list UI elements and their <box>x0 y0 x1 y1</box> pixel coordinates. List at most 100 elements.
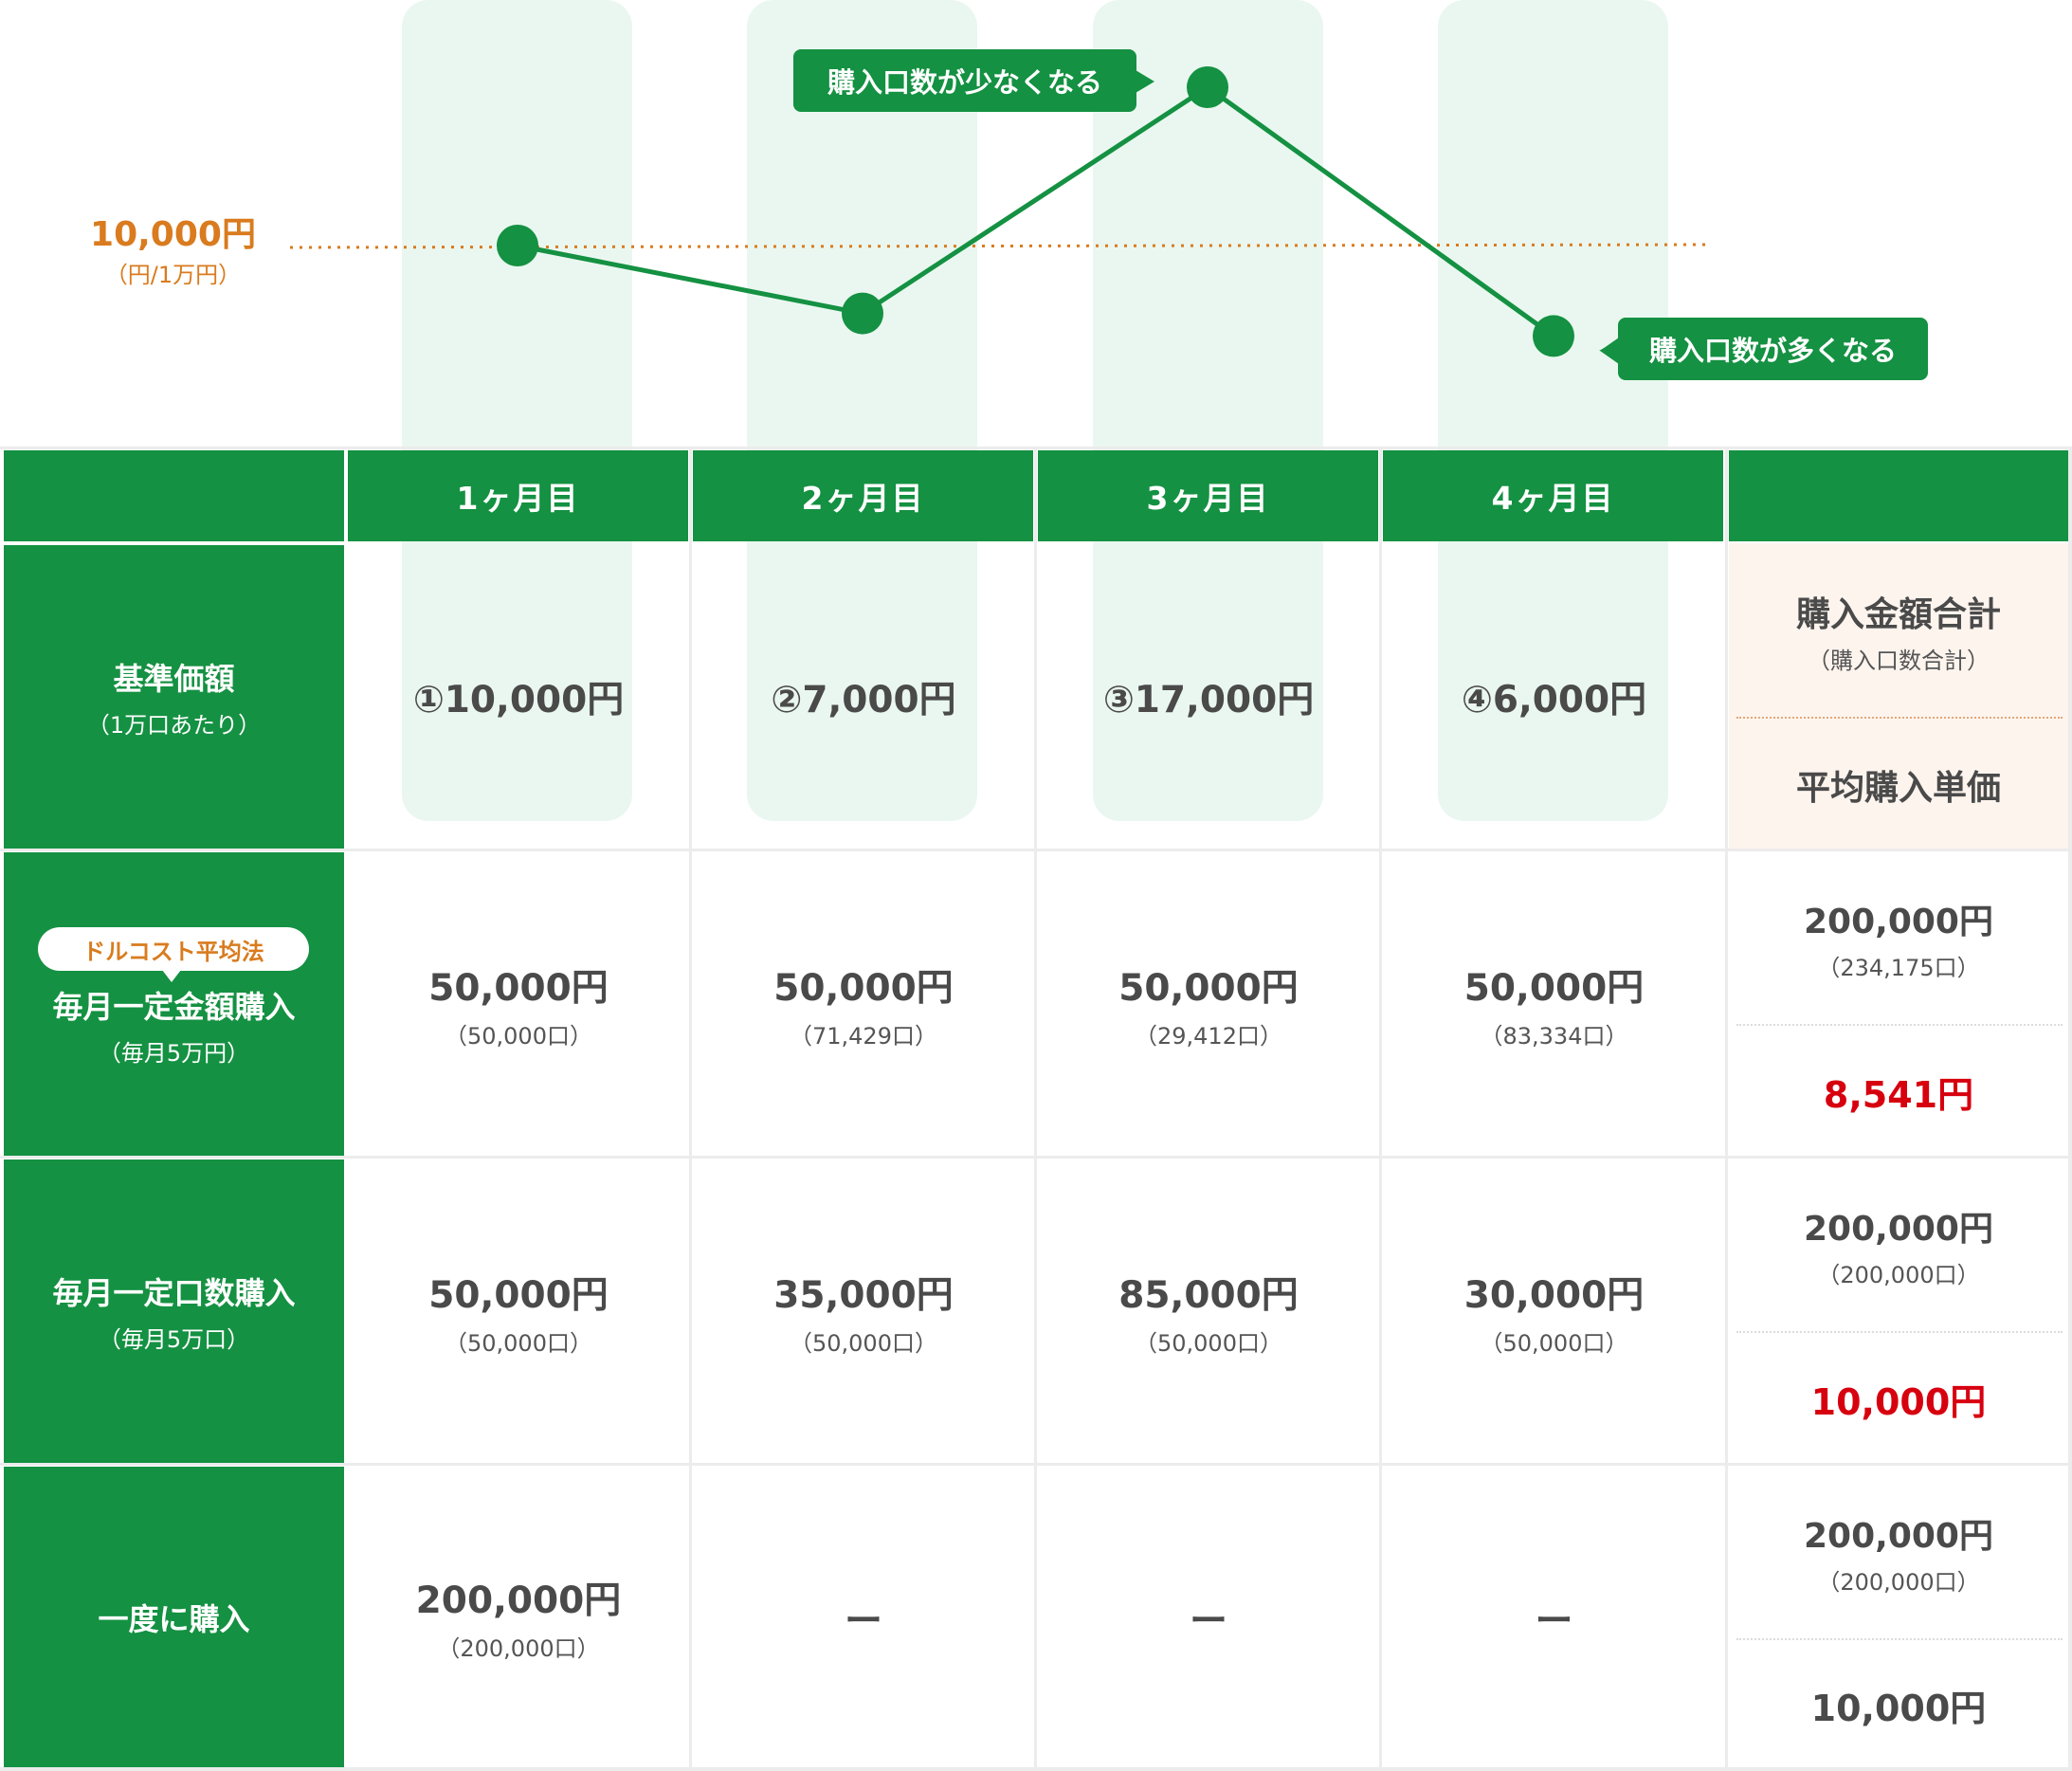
fixed-units-divider <box>1736 1331 2063 1333</box>
base-price-sublabel: （1万口あたり） <box>86 711 262 739</box>
reference-unit: （円/1万円） <box>104 262 242 288</box>
empty-dash: ー <box>1190 1598 1227 1643</box>
fixed-amount-month-4: 50,000円 （83,334口） <box>1383 852 1725 1156</box>
base-price-value: ③17,000円 <box>1102 679 1315 721</box>
more-units-callout: 購入口数が多くなる <box>1618 318 1928 380</box>
base-price-value: ②7,000円 <box>771 679 956 721</box>
amount: 50,000円 <box>1463 966 1645 1010</box>
header-month-1: 1ヶ月目 <box>348 450 688 541</box>
units: （50,000口） <box>445 1329 592 1357</box>
total-units: （200,000口） <box>1817 1261 1980 1288</box>
fixed-units-month-3: 85,000円 （50,000口） <box>1038 1159 1379 1463</box>
fixed-amount-average: 8,541円 <box>1729 1028 2068 1156</box>
summary-header-divider <box>1736 717 2063 719</box>
price-point-month-2 <box>842 292 883 335</box>
lump-sum-month-3: ー <box>1038 1467 1379 1767</box>
summary-average-title: 平均購入単価 <box>1795 768 2001 808</box>
fixed-amount-month-1: 50,000円 （50,000口） <box>348 852 689 1156</box>
total-units: （200,000口） <box>1817 1568 1980 1596</box>
summary-total-subtitle: （購入口数合計） <box>1808 647 1990 674</box>
amount: 30,000円 <box>1463 1273 1645 1317</box>
fixed-amount-month-3: 50,000円 （29,412口） <box>1038 852 1379 1156</box>
average-price: 8,541円 <box>1823 1074 1974 1116</box>
lump-sum-total: 200,000円 （200,000口） <box>1729 1467 2068 1637</box>
header-month-3: 3ヶ月目 <box>1038 450 1378 541</box>
header-month-4: 4ヶ月目 <box>1383 450 1723 541</box>
fixed-units-month-1: 50,000円 （50,000口） <box>348 1159 689 1463</box>
grid-col-2 <box>1034 448 1037 1771</box>
lump-sum-month-1: 200,000円 （200,000口） <box>348 1467 689 1767</box>
lump-sum-divider <box>1736 1638 2063 1640</box>
base-price-month-3: ③17,000円 <box>1038 545 1379 849</box>
grid-col-1 <box>689 448 692 1771</box>
price-point-month-3 <box>1187 66 1228 108</box>
lump-sum-average: 10,000円 <box>1729 1642 2068 1767</box>
average-price: 10,000円 <box>1810 1381 1987 1423</box>
grid-right <box>2068 448 2072 1771</box>
empty-dash: ー <box>845 1598 882 1643</box>
base-price-value: ①10,000円 <box>412 679 625 721</box>
month-4-band <box>1438 0 1668 821</box>
amount: 50,000円 <box>428 966 609 1010</box>
units: （50,000口） <box>1480 1329 1628 1357</box>
empty-dash: ー <box>1535 1598 1573 1643</box>
lump-sum-month-4: ー <box>1383 1467 1725 1767</box>
fixed-units-label: 毎月一定口数購入 <box>52 1274 296 1311</box>
rowhead-fixed-units: 毎月一定口数購入 （毎月5万口） <box>4 1159 344 1463</box>
fewer-units-callout: 購入口数が少なくなる <box>793 49 1136 112</box>
header-summary <box>1729 450 2068 541</box>
fixed-amount-month-2: 50,000円 （71,429口） <box>693 852 1034 1156</box>
rowhead-fixed-amount: 毎月一定金額購入 （毎月5万円） <box>4 852 344 1156</box>
amount: 35,000円 <box>773 1273 954 1317</box>
base-price-month-2: ②7,000円 <box>693 545 1034 849</box>
total-amount: 200,000円 <box>1804 1516 1993 1556</box>
fixed-units-sublabel: （毎月5万口） <box>98 1325 250 1353</box>
price-series-line <box>517 84 1555 338</box>
summary-total-header: 購入金額合計 （購入口数合計） <box>1729 545 2068 716</box>
amount: 85,000円 <box>1118 1273 1299 1317</box>
units: （50,000口） <box>445 1022 592 1050</box>
dollar-cost-badge-text: ドルコスト平均法 <box>82 938 264 965</box>
grid-top <box>0 447 2072 449</box>
rowhead-lump-sum: 一度に購入 <box>4 1467 344 1767</box>
reference-value: 10,000円 <box>90 215 256 254</box>
total-amount: 200,000円 <box>1804 1209 1993 1249</box>
units: （50,000口） <box>790 1329 937 1357</box>
rowhead-base-price: 基準価額 （1万口あたり） <box>4 545 344 849</box>
dollar-cost-badge: ドルコスト平均法 <box>38 927 309 971</box>
price-point-month-1 <box>497 225 538 266</box>
lump-sum-label: 一度に購入 <box>98 1600 250 1637</box>
month-1-band <box>402 0 632 821</box>
base-price-label: 基準価額 <box>113 660 235 697</box>
amount: 50,000円 <box>773 966 954 1010</box>
units: （71,429口） <box>790 1022 937 1050</box>
more-units-callout-text: 購入口数が多くなる <box>1648 335 1897 367</box>
amount: 200,000円 <box>415 1579 622 1622</box>
reference-line-label: 10,000円 （円/1万円） <box>57 207 289 289</box>
header-month-2: 2ヶ月目 <box>693 450 1033 541</box>
header-corner <box>4 450 344 541</box>
units: （200,000口） <box>437 1635 600 1662</box>
fixed-amount-sublabel: （毎月5万円） <box>98 1039 250 1067</box>
fixed-units-total: 200,000円 （200,000口） <box>1729 1159 2068 1330</box>
fewer-units-callout-text: 購入口数が少なくなる <box>827 66 1102 99</box>
base-price-month-4: ④6,000円 <box>1383 545 1725 849</box>
fixed-units-month-2: 35,000円 （50,000口） <box>693 1159 1034 1463</box>
price-line-chart <box>289 66 1707 357</box>
base-price-month-1: ①10,000円 <box>348 545 689 849</box>
total-units: （234,175口） <box>1817 954 1980 981</box>
month-2-band <box>747 0 977 821</box>
summary-average-header: 平均購入単価 <box>1729 721 2068 849</box>
fixed-amount-total: 200,000円（234,175口） <box>1729 852 2068 1023</box>
units: （29,412口） <box>1135 1022 1282 1050</box>
summary-header-bg <box>1729 543 2072 849</box>
amount: 50,000円 <box>1118 966 1299 1010</box>
fixed-amount-label: 毎月一定金額購入 <box>52 988 296 1025</box>
units: （83,334口） <box>1480 1022 1628 1050</box>
fixed-units-month-4: 30,000円 （50,000口） <box>1383 1159 1725 1463</box>
units: （50,000口） <box>1135 1329 1282 1357</box>
lump-sum-month-2: ー <box>693 1467 1034 1767</box>
summary-total-title: 購入金額合計 <box>1795 594 2001 634</box>
grid-col-4 <box>1725 448 1728 1771</box>
amount: 50,000円 <box>428 1273 609 1317</box>
